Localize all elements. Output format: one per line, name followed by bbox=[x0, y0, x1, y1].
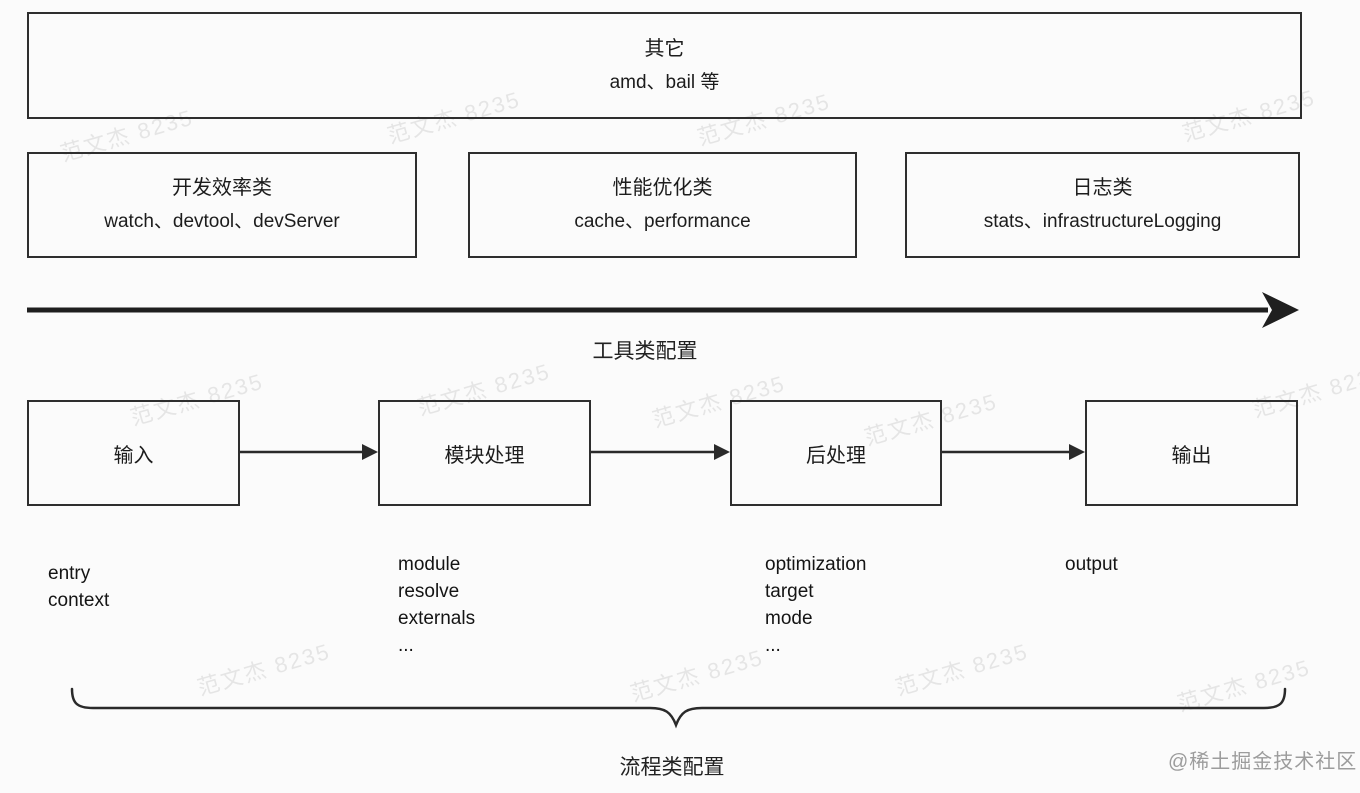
flow-box-output: 输出 bbox=[1085, 400, 1298, 506]
flow-arrow-3-head bbox=[1069, 444, 1085, 460]
category-title: 性能优化类 bbox=[612, 177, 713, 199]
tool-config-label: 工具类配置 bbox=[592, 340, 698, 363]
prop-item: ... bbox=[765, 635, 781, 656]
process-config-label: 流程类配置 bbox=[619, 756, 725, 779]
category-box-performance: 性能优化类 cache、performance bbox=[468, 152, 857, 258]
other-category-box: 其它 amd、bail 等 bbox=[27, 12, 1302, 119]
category-subtitle: cache、performance bbox=[574, 211, 751, 232]
props-list-input: entry context bbox=[48, 560, 109, 614]
category-box-logging: 日志类 stats、infrastructureLogging bbox=[905, 152, 1300, 258]
flow-arrow-2-head bbox=[714, 444, 730, 460]
other-box-title: 其它 bbox=[644, 37, 685, 60]
prop-item: context bbox=[48, 590, 110, 611]
other-box-subtitle: amd、bail 等 bbox=[609, 71, 720, 93]
category-box-dev-efficiency: 开发效率类 watch、devtool、devServer bbox=[27, 152, 417, 258]
prop-item: ... bbox=[398, 635, 414, 656]
flow-box-label: 输入 bbox=[113, 444, 154, 467]
flow-box-module-processing: 模块处理 bbox=[378, 400, 591, 506]
juejin-community-watermark: @稀土掘金技术社区 bbox=[1168, 751, 1358, 773]
process-group-brace bbox=[70, 687, 1287, 729]
flow-box-label: 后处理 bbox=[806, 444, 866, 467]
prop-item: output bbox=[1065, 554, 1118, 575]
tool-axis-arrow-head bbox=[1262, 292, 1299, 328]
category-subtitle: stats、infrastructureLogging bbox=[983, 211, 1222, 232]
prop-item: mode bbox=[765, 608, 813, 629]
flow-box-input: 输入 bbox=[27, 400, 240, 506]
flow-arrow-1-head bbox=[362, 444, 378, 460]
flow-box-post-processing: 后处理 bbox=[730, 400, 942, 506]
category-subtitle: watch、devtool、devServer bbox=[104, 211, 340, 232]
flow-box-label: 模块处理 bbox=[444, 444, 525, 467]
category-title: 开发效率类 bbox=[172, 177, 272, 199]
prop-item: optimization bbox=[765, 554, 867, 575]
prop-item: resolve bbox=[398, 581, 460, 602]
prop-item: externals bbox=[398, 608, 476, 629]
props-list-post: optimization target mode ... bbox=[765, 551, 866, 659]
category-title: 日志类 bbox=[1072, 177, 1133, 199]
props-list-output: output bbox=[1065, 551, 1118, 578]
prop-item: module bbox=[398, 554, 461, 575]
props-list-module: module resolve externals ... bbox=[398, 551, 475, 659]
prop-item: entry bbox=[48, 563, 91, 584]
flow-box-label: 输出 bbox=[1171, 444, 1212, 467]
prop-item: target bbox=[765, 581, 814, 602]
